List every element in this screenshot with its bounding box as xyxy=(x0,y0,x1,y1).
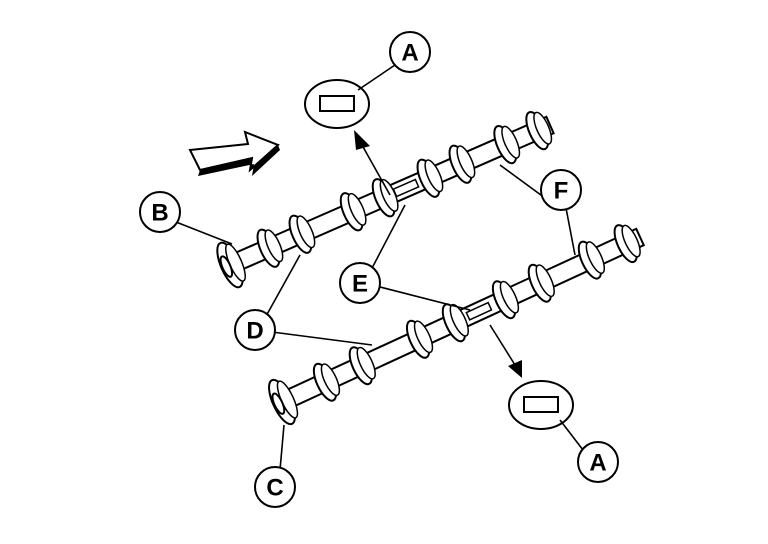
cam-lobe-edge xyxy=(424,159,444,193)
callout-label: A xyxy=(589,450,606,477)
marking-oval-top xyxy=(304,79,370,129)
leader-lines xyxy=(175,64,584,471)
callout-a-top: A xyxy=(389,31,431,73)
cam-lobe-edge xyxy=(621,224,641,258)
callout-label: F xyxy=(554,178,569,205)
cam-lobe-edge xyxy=(356,346,376,380)
cam-lobe-edge xyxy=(320,363,341,397)
callout-d: D xyxy=(234,309,276,351)
pointer-arrow-bottom xyxy=(489,324,522,378)
callout-label: E xyxy=(352,271,368,298)
camshaft-lower xyxy=(268,224,646,426)
shaft-end xyxy=(271,392,286,415)
front-direction-arrow xyxy=(188,130,280,176)
cam-lobe-edge xyxy=(535,264,555,298)
shaft-end xyxy=(219,255,234,278)
callout-b: B xyxy=(139,191,181,233)
cam-lobe-edge xyxy=(264,229,284,263)
callout-c: C xyxy=(254,466,296,508)
callout-a-bottom: A xyxy=(577,441,619,483)
callout-label: A xyxy=(401,40,418,67)
cam-lobe-edge xyxy=(499,280,520,314)
cam-lobe-edge xyxy=(501,125,521,159)
camshaft-upper xyxy=(216,110,555,289)
callout-label: D xyxy=(246,318,263,345)
cam-lobe-edge xyxy=(413,320,434,354)
cam-lobe-edge xyxy=(456,145,476,179)
callout-f: F xyxy=(540,169,582,211)
callout-label: B xyxy=(151,200,168,227)
cam-lobe-edge xyxy=(533,111,553,145)
pointer-arrow-top xyxy=(354,130,391,196)
marking-oval-bottom xyxy=(508,380,574,430)
cam-lobe-edge xyxy=(347,192,367,226)
callout-e: E xyxy=(339,262,381,304)
callout-label: C xyxy=(266,475,283,502)
identification-mark xyxy=(392,178,420,198)
identification-mark xyxy=(465,301,493,321)
cam-lobe-edge xyxy=(296,215,316,249)
cam-lobe-edge xyxy=(585,241,606,274)
